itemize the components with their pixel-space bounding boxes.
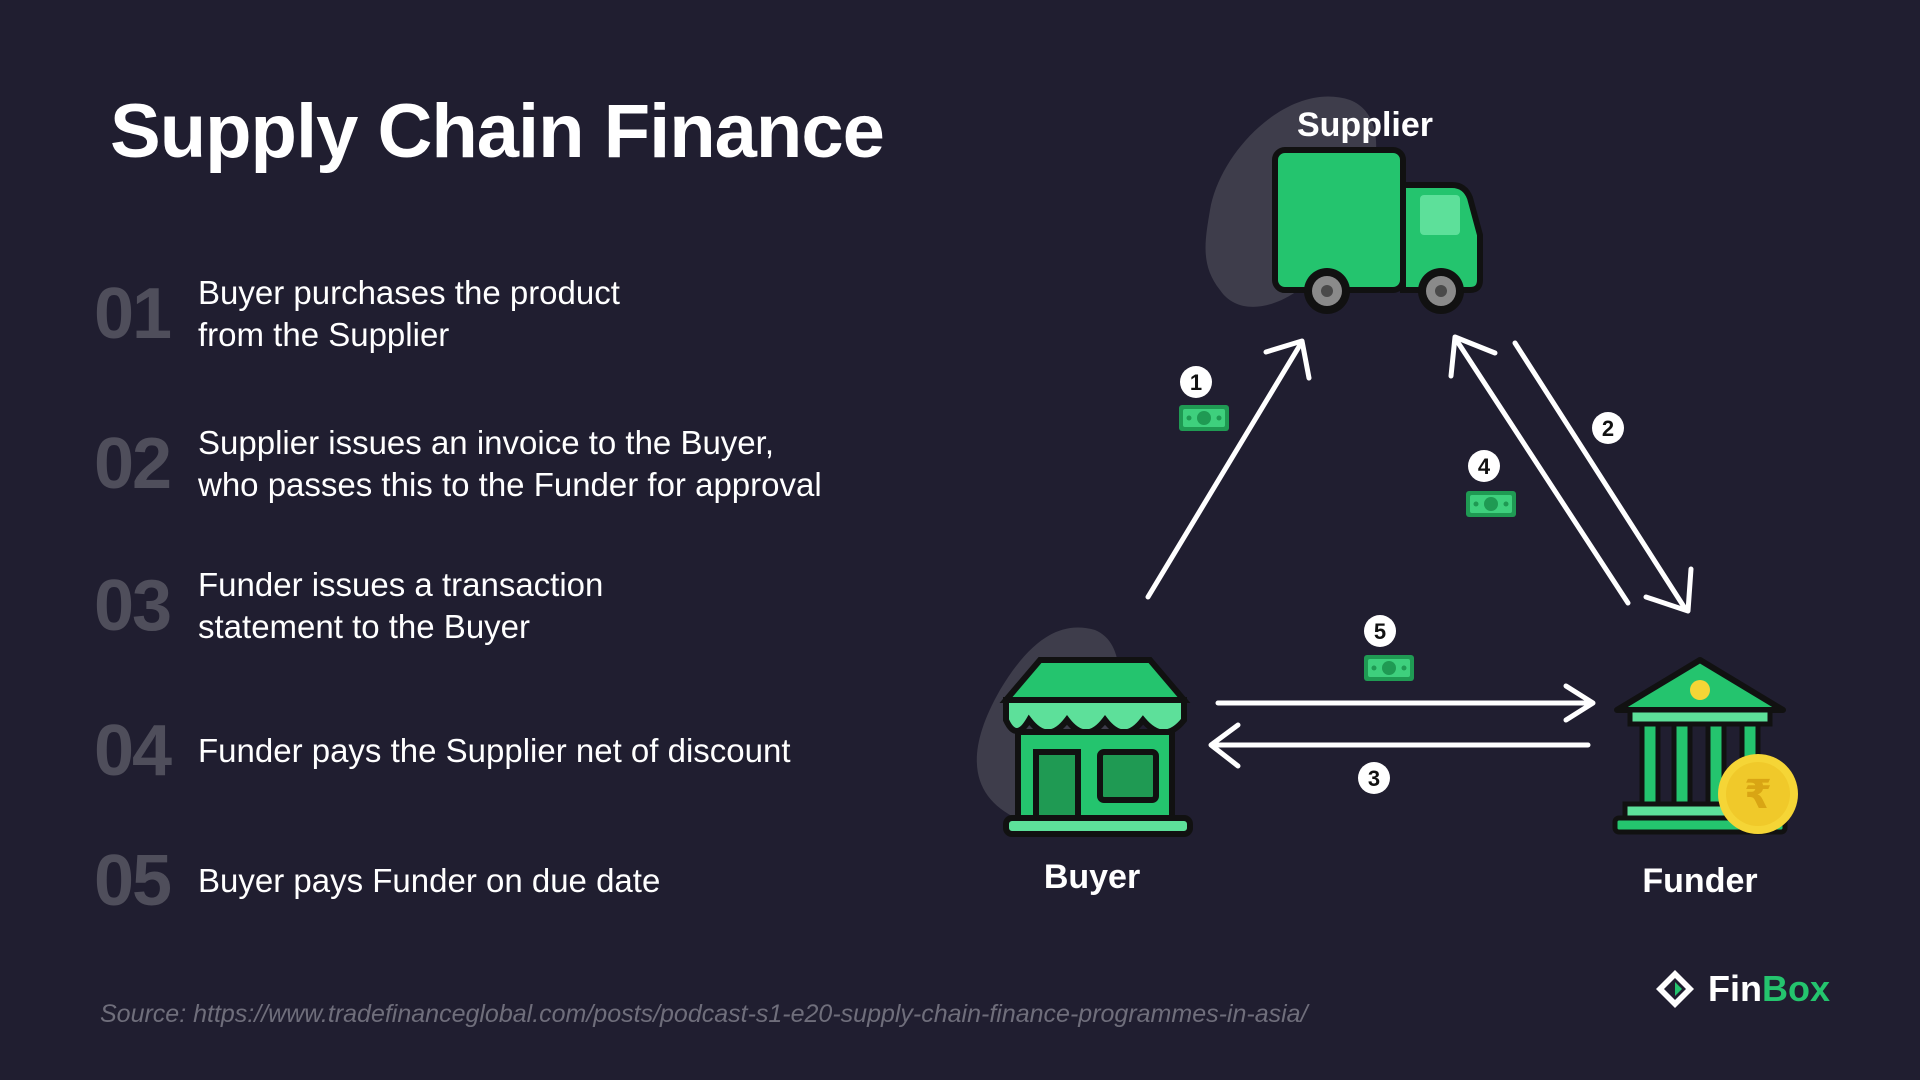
buyer-node: Buyer — [976, 627, 1193, 896]
logo-box: Box — [1761, 968, 1830, 1009]
cash-icon — [1179, 405, 1229, 431]
badge-2: 2 — [1592, 412, 1624, 444]
step-number: 03 — [94, 566, 172, 646]
badge-4-label: 4 — [1478, 454, 1491, 479]
step-text: Buyer pays Funder on due date — [198, 862, 661, 899]
step-number: 05 — [94, 841, 172, 921]
supplier-label: Supplier — [1297, 106, 1433, 144]
badge-2-label: 2 — [1602, 416, 1614, 441]
badge-5: 5 — [1364, 615, 1396, 647]
step-2: 02 Supplier issues an invoice to the Buy… — [94, 422, 822, 506]
cash-icon — [1466, 491, 1516, 517]
step-4: 04 Funder pays the Supplier net of disco… — [94, 710, 791, 792]
step-number: 02 — [94, 424, 172, 504]
step-3: 03 Funder issues a transaction statement… — [94, 564, 603, 648]
badge-5-label: 5 — [1374, 619, 1386, 644]
funder-node: ₹ Funder — [1612, 657, 1798, 900]
cash-icon — [1364, 655, 1414, 681]
source-citation: Source: https://www.tradefinanceglobal.c… — [100, 1000, 1308, 1028]
step-5: 05 Buyer pays Funder on due date — [94, 840, 660, 922]
step-text: Supplier issues an invoice to the Buyer,… — [198, 424, 822, 503]
badge-3-label: 3 — [1368, 766, 1380, 791]
badge-3: 3 — [1358, 762, 1390, 794]
arrow-buyer-to-funder — [1215, 683, 1596, 723]
finbox-logo-icon — [1656, 970, 1694, 1008]
logo-fin: Fin — [1708, 968, 1762, 1009]
badge-4: 4 — [1468, 450, 1500, 482]
page-title: Supply Chain Finance — [110, 89, 885, 174]
supplier-node: Supplier — [1205, 96, 1483, 314]
rupee-coin-icon: ₹ — [1718, 754, 1798, 834]
step-1: 01 Buyer purchases the product from the … — [94, 272, 620, 356]
step-text: Funder pays the Supplier net of discount — [198, 732, 791, 769]
step-number: 01 — [94, 274, 172, 354]
step-text: Funder issues a transaction statement to… — [198, 566, 604, 645]
rupee-symbol: ₹ — [1744, 772, 1772, 818]
badge-1: 1 — [1180, 366, 1212, 398]
arrow-funder-to-supplier — [1448, 334, 1631, 606]
step-text: Buyer purchases the product from the Sup… — [198, 274, 620, 353]
truck-icon — [1272, 147, 1483, 314]
store-icon — [999, 657, 1193, 837]
finbox-logo: FinBox — [1654, 968, 1830, 1010]
funder-label: Funder — [1642, 862, 1757, 900]
step-number: 04 — [94, 711, 172, 791]
badge-1-label: 1 — [1190, 370, 1202, 395]
arrow-funder-to-buyer — [1208, 722, 1591, 769]
arrow-supplier-to-funder — [1512, 340, 1694, 614]
arrow-buyer-to-supplier — [1145, 338, 1312, 600]
buyer-label: Buyer — [1044, 858, 1140, 896]
